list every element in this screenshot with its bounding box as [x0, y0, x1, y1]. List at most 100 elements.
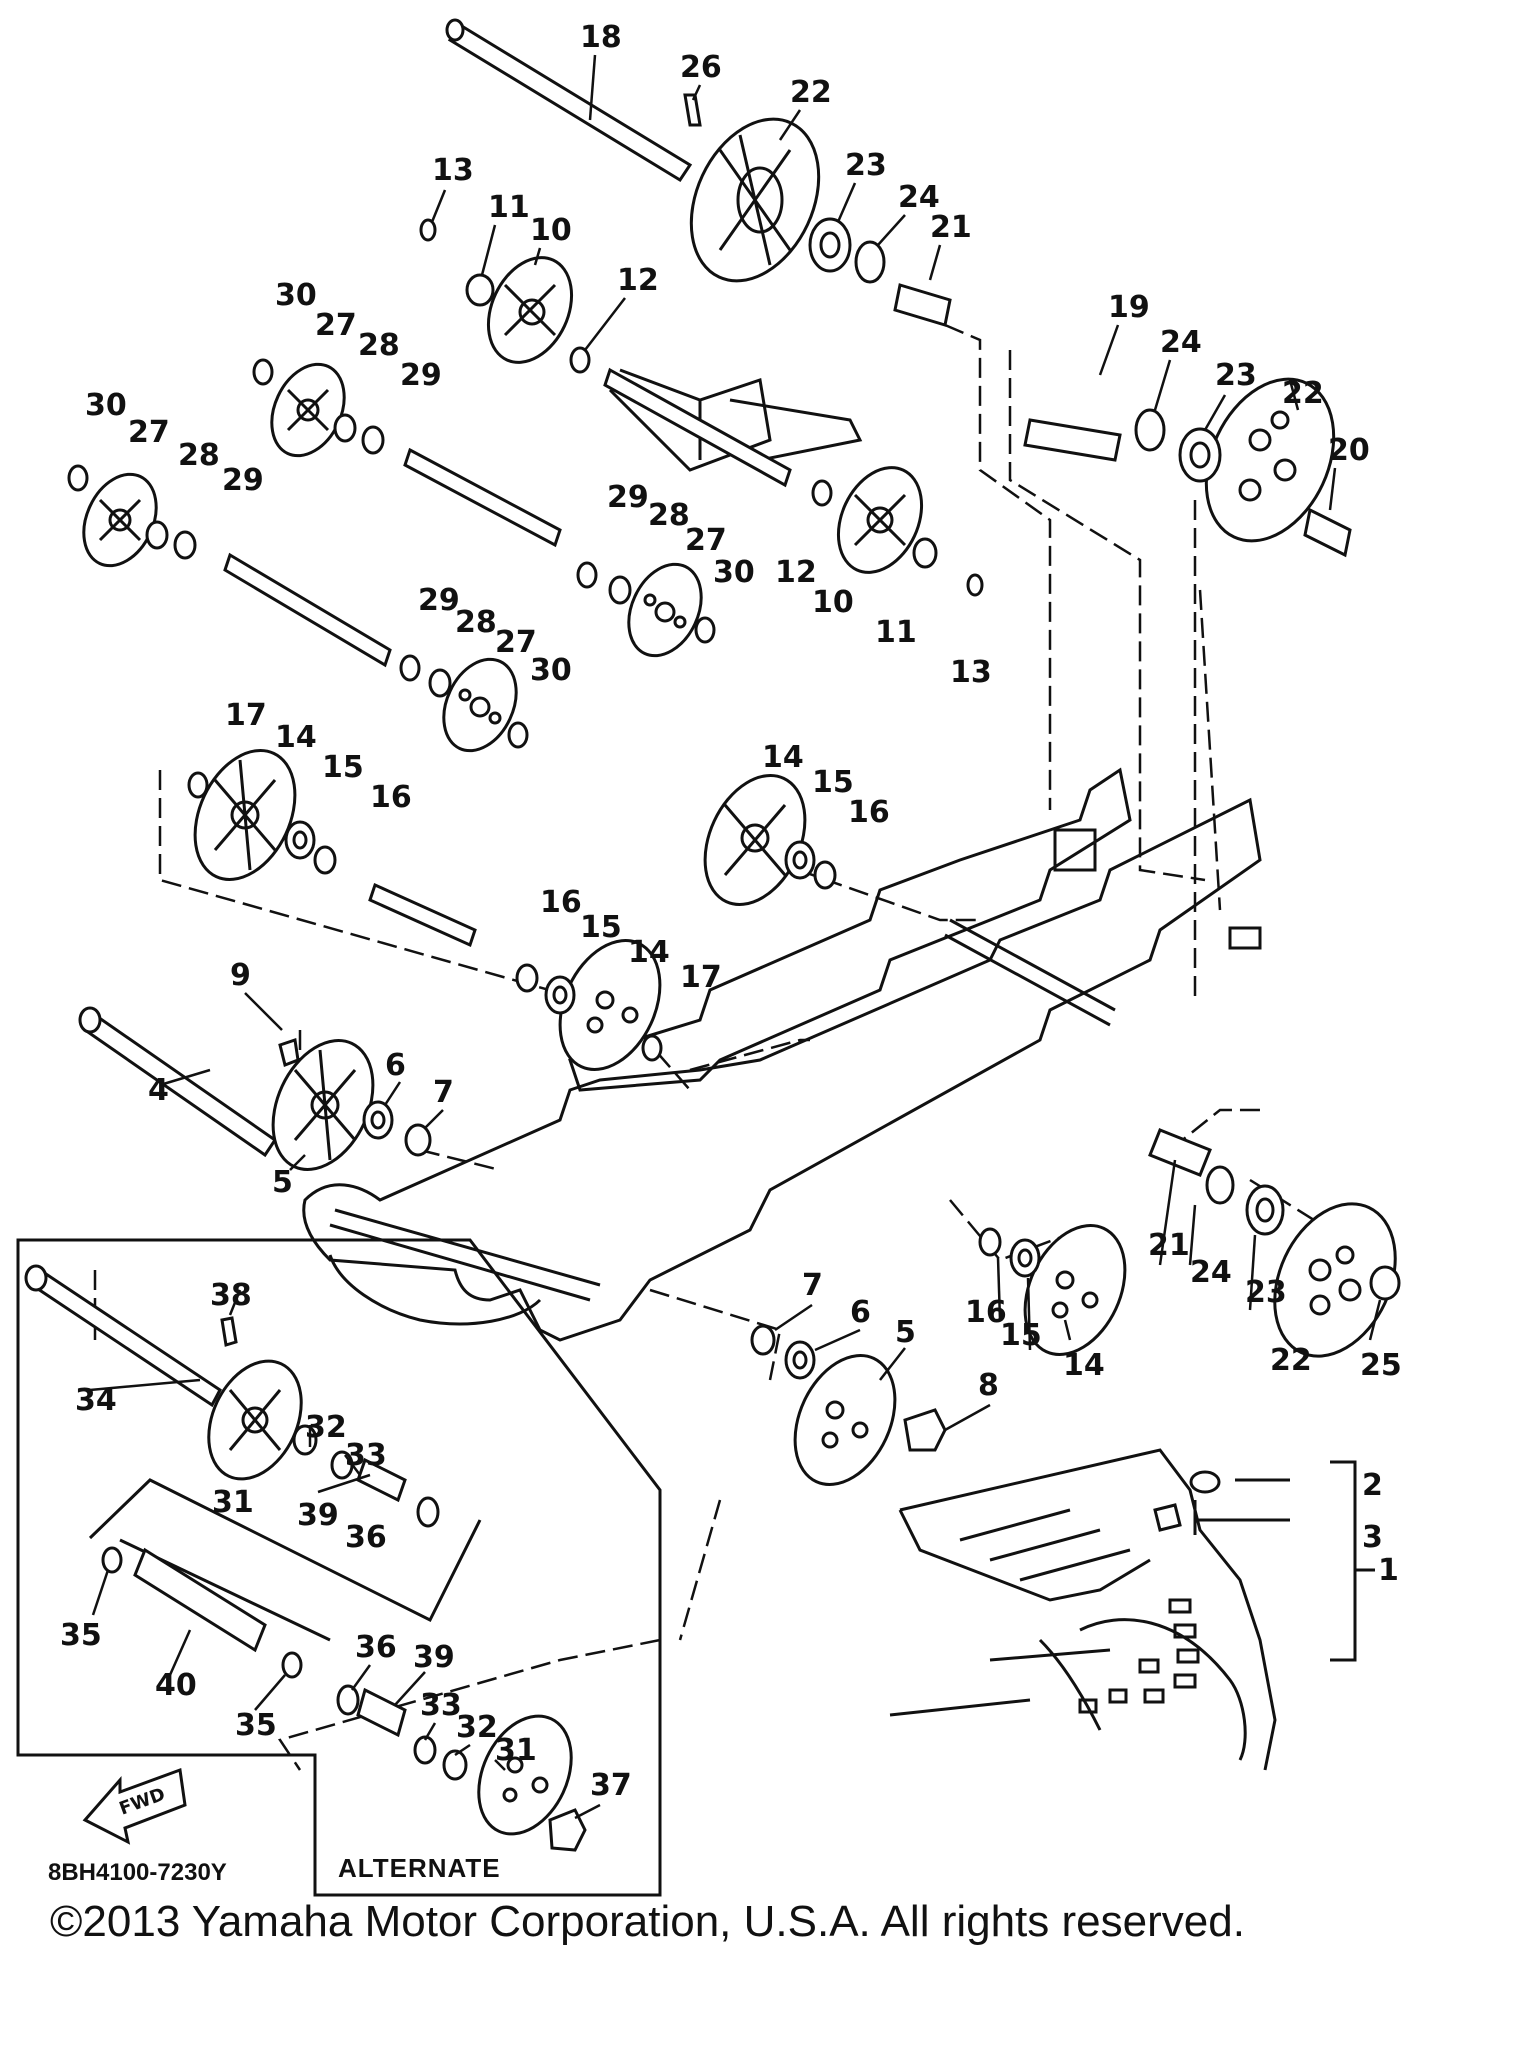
callout-29-b: 29 — [222, 463, 264, 498]
callout-35-a: 35 — [60, 1618, 102, 1653]
callout-28-a: 28 — [358, 328, 400, 363]
callout-15-d: 15 — [1000, 1318, 1042, 1353]
ring-16-a — [313, 845, 337, 875]
circlip-24-b — [1134, 408, 1166, 452]
callout-15-a: 15 — [322, 750, 364, 785]
alt-front-axle — [24, 1264, 222, 1408]
ring-35-b — [281, 1651, 303, 1679]
callout-22-top: 22 — [790, 75, 832, 110]
ring-29-b — [173, 530, 197, 560]
callout-6-b: 6 — [850, 1295, 871, 1330]
alternate-label: ALTERNATE — [338, 1853, 501, 1883]
bearing-23-b — [1178, 427, 1222, 483]
callout-28-c: 28 — [648, 498, 690, 533]
ring-30-c — [694, 616, 716, 644]
rear-axle-shaft — [445, 18, 693, 183]
callout-24-bottom: 24 — [1190, 1255, 1232, 1290]
collar-11-b — [912, 537, 938, 569]
callout-8: 8 — [978, 1368, 999, 1403]
wheel-27-a — [270, 362, 346, 458]
alt-bushing-39a — [356, 1457, 407, 1503]
dashed-leader-lines — [93, 323, 1331, 1771]
callout-23-top: 23 — [845, 148, 887, 183]
wheel-22-bottom — [1273, 1202, 1397, 1358]
wheel-27-b — [82, 472, 158, 568]
alt-bushing-39b — [356, 1687, 407, 1738]
circlip-24-a — [854, 240, 886, 284]
callout-2: 2 — [1362, 1468, 1383, 1503]
ring-32-b — [442, 1749, 468, 1781]
pin-9 — [278, 1038, 300, 1068]
ring-33-b — [413, 1735, 437, 1765]
callouts: 2 3 1 18 26 22 23 24 21 13 11 10 12 19 2… — [60, 20, 1402, 1803]
callout-30-c: 30 — [713, 555, 755, 590]
callout-12-right: 12 — [775, 555, 817, 590]
callout-13-right: 13 — [950, 655, 992, 690]
track-clip-3 — [1153, 1503, 1182, 1532]
callout-30-a: 30 — [275, 278, 317, 313]
ring-28-d — [428, 668, 452, 698]
front-axle-shaft — [78, 1006, 278, 1158]
wheel-22-right — [1204, 377, 1336, 543]
cap-nut-37 — [548, 1808, 587, 1852]
callout-7-b: 7 — [802, 1268, 823, 1303]
callout-28-b: 28 — [178, 438, 220, 473]
wheels — [82, 117, 1397, 1836]
callout-32-a: 32 — [305, 1410, 347, 1445]
callout-36-a: 36 — [345, 1520, 387, 1555]
ring-28-a — [333, 413, 357, 443]
callout-6-a: 6 — [385, 1048, 406, 1083]
callout-5-a: 5 — [272, 1165, 293, 1200]
collar-11-a — [465, 273, 495, 307]
callout-35-b: 35 — [235, 1708, 277, 1743]
callout-leaders — [89, 54, 1382, 1820]
ring-12-a — [569, 346, 591, 374]
copyright-text: ©2013 Yamaha Motor Corporation, U.S.A. A… — [50, 1897, 1245, 1946]
callout-19: 19 — [1108, 290, 1150, 325]
callout-24-right: 24 — [1160, 325, 1202, 360]
callout-27-c: 27 — [685, 523, 727, 558]
callout-11-right: 11 — [875, 615, 917, 650]
wheel-31-a — [207, 1359, 303, 1481]
callout-1: 1 — [1378, 1553, 1399, 1588]
callout-21-bottom: 21 — [1148, 1228, 1190, 1263]
idler-shaft-1 — [368, 882, 477, 948]
ring-29-a — [361, 425, 385, 455]
wheel-14-b — [703, 774, 807, 906]
callout-9: 9 — [230, 958, 251, 993]
callout-27-a: 27 — [315, 308, 357, 343]
track-assembly — [889, 1448, 1375, 1771]
callout-14-d: 14 — [1063, 1348, 1105, 1383]
callout-27-b: 27 — [128, 415, 170, 450]
washer-36-a — [416, 1496, 440, 1528]
pin-26 — [683, 93, 702, 127]
callout-29-c: 29 — [607, 480, 649, 515]
callout-7-a: 7 — [433, 1075, 454, 1110]
wheel-14-c — [558, 939, 662, 1071]
ring-30-d — [507, 721, 529, 749]
callout-4: 4 — [148, 1073, 169, 1108]
alt-spacer-tube — [133, 1547, 267, 1653]
ring-16-b — [813, 860, 837, 890]
wheel-14-d — [1023, 1224, 1127, 1356]
callout-30-b: 30 — [85, 388, 127, 423]
bearing-23-c — [1245, 1184, 1285, 1236]
ring-35-a — [101, 1546, 123, 1574]
callout-17-a: 17 — [225, 698, 267, 733]
wheel-22-top — [689, 117, 821, 283]
ring-30-a — [252, 358, 274, 386]
callout-14-b: 14 — [762, 740, 804, 775]
callout-25: 25 — [1360, 1348, 1402, 1383]
bearing-23-a — [808, 217, 852, 273]
ring-12-b — [811, 479, 833, 507]
callout-16-a: 16 — [370, 780, 412, 815]
callout-39-a: 39 — [297, 1498, 339, 1533]
collar-20 — [1303, 507, 1352, 558]
cap-nut-8 — [903, 1408, 947, 1452]
callout-10-top: 10 — [530, 213, 572, 248]
callout-12-top: 12 — [617, 263, 659, 298]
callout-38: 38 — [210, 1278, 252, 1313]
wheel-31-b — [477, 1714, 573, 1836]
slide-rail-frame — [302, 368, 1262, 1342]
